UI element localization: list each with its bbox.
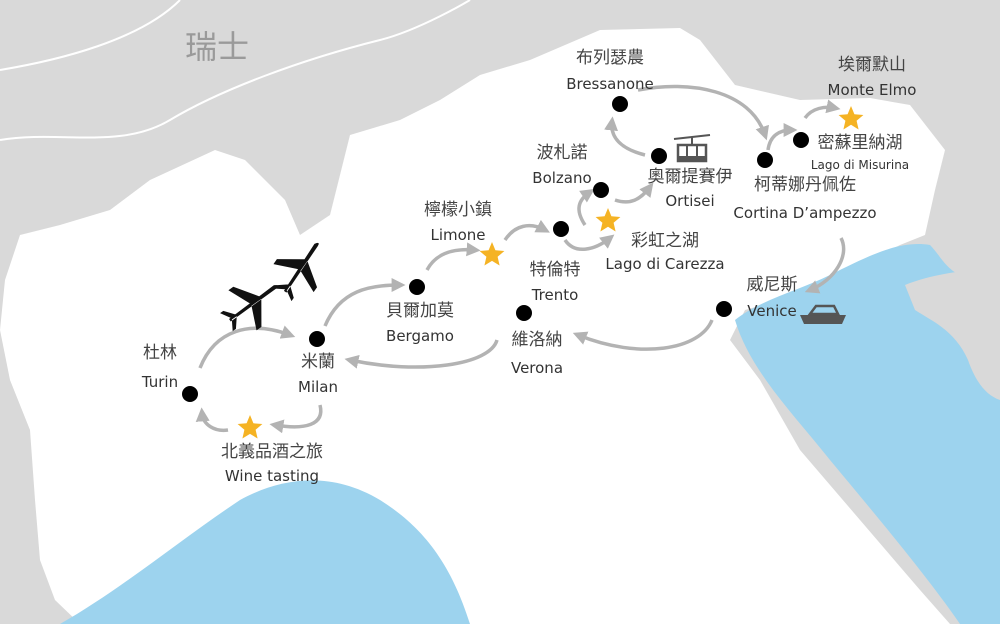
stop-monte-elmo: 埃爾默山 Monte Elmo [828, 55, 917, 130]
stop-label-en: Limone [430, 226, 485, 244]
stop-ortisei: 奧爾提賽伊 Ortisei [648, 148, 733, 210]
stop-marker [593, 182, 609, 198]
stop-label-zh: 貝爾加莫 [386, 301, 454, 321]
stop-bolzano: 波札諾 Bolzano [532, 143, 609, 198]
stop-label-zh: 布列瑟農 [576, 48, 644, 68]
stop-wine-tasting: 北義品酒之旅 Wine tasting [221, 415, 323, 485]
stop-label-en: Lago di Misurina [811, 158, 909, 172]
stop-label-zh: 維洛納 [512, 330, 563, 350]
stop-verona: 維洛納 Verona [511, 305, 563, 377]
stop-marker [612, 96, 628, 112]
route-arrows [195, 84, 846, 434]
star-icon [595, 208, 621, 232]
stop-marker [651, 148, 667, 164]
stop-label-en: Bolzano [532, 169, 591, 187]
stop-bergamo: 貝爾加莫 Bergamo [386, 279, 454, 345]
border-line [0, 0, 471, 141]
stop-marker [716, 301, 732, 317]
stop-label-en: Bressanone [566, 75, 654, 93]
stop-marker [793, 132, 809, 148]
stop-label-en: Lago di Carezza [605, 255, 724, 273]
stop-turin: 杜林 Turin [141, 343, 198, 402]
stop-limone: 檸檬小鎮 Limone [424, 200, 505, 266]
stop-label-en: Ortisei [665, 192, 714, 210]
boat-icon [800, 304, 846, 324]
stop-label-en: Cortina D’ampezzo [733, 204, 876, 222]
stop-label-en: Bergamo [386, 327, 454, 345]
stop-label-zh: 密蘇里納湖 [818, 133, 903, 153]
stop-label-zh: 檸檬小鎮 [424, 200, 492, 220]
stop-marker [182, 386, 198, 402]
stop-label-zh: 米蘭 [301, 352, 335, 372]
stop-label-zh: 威尼斯 [747, 275, 798, 295]
stops-layer: 杜林 Turin 米蘭 Milan 北義品酒之旅 Wine tasting 貝爾加莫 Berg… [141, 48, 917, 485]
star-icon [838, 106, 864, 130]
stop-label-zh: 波札諾 [537, 143, 588, 163]
stop-label-zh: 特倫特 [530, 260, 581, 280]
stop-label-en: Monte Elmo [828, 81, 917, 99]
stop-label-en: Verona [511, 359, 563, 377]
stop-milan: 米蘭 Milan [298, 331, 338, 396]
stop-label-en: Turin [141, 373, 178, 391]
stop-marker [757, 152, 773, 168]
stop-label-zh: 埃爾默山 [838, 55, 906, 75]
stop-cortina-d-ampezzo: 柯蒂娜丹佩佐 Cortina D’ampezzo [733, 152, 877, 222]
adriatic-sea [735, 244, 1000, 624]
stop-marker [553, 221, 569, 237]
stop-lago-di-carezza: 彩虹之湖 Lago di Carezza [595, 208, 725, 273]
star-icon [479, 242, 505, 266]
stop-label-zh: 北義品酒之旅 [221, 442, 323, 462]
stop-label-zh: 彩虹之湖 [631, 231, 699, 251]
stop-venice: 威尼斯 Venice [716, 275, 798, 320]
stop-label-zh: 柯蒂娜丹佩佐 [754, 175, 856, 195]
stop-marker [409, 279, 425, 295]
airplane-icon [220, 285, 278, 332]
stop-label-en: Trento [531, 286, 579, 304]
ligurian-sea [60, 480, 470, 624]
italy-land [0, 28, 950, 624]
stop-label-zh: 杜林 [143, 343, 177, 363]
border-line [0, 0, 181, 71]
stop-label-en: Venice [747, 302, 796, 320]
stop-trento: 特倫特 Trento [530, 221, 581, 304]
stop-label-en: Wine tasting [225, 467, 319, 485]
istria-land [905, 268, 1000, 400]
stop-marker [309, 331, 325, 347]
stop-label-zh: 奧爾提賽伊 [648, 166, 733, 187]
country-label-switzerland: 瑞士 [185, 28, 249, 66]
stop-marker [516, 305, 532, 321]
stop-label-en: Milan [298, 378, 338, 396]
stop-bressanone: 布列瑟農 Bressanone [566, 48, 654, 112]
cable-car-icon [673, 134, 711, 163]
stop-lago-di-misurina: 密蘇里納湖 Lago di Misurina [793, 132, 909, 172]
star-icon [237, 415, 263, 439]
airplane-icon [273, 242, 319, 302]
